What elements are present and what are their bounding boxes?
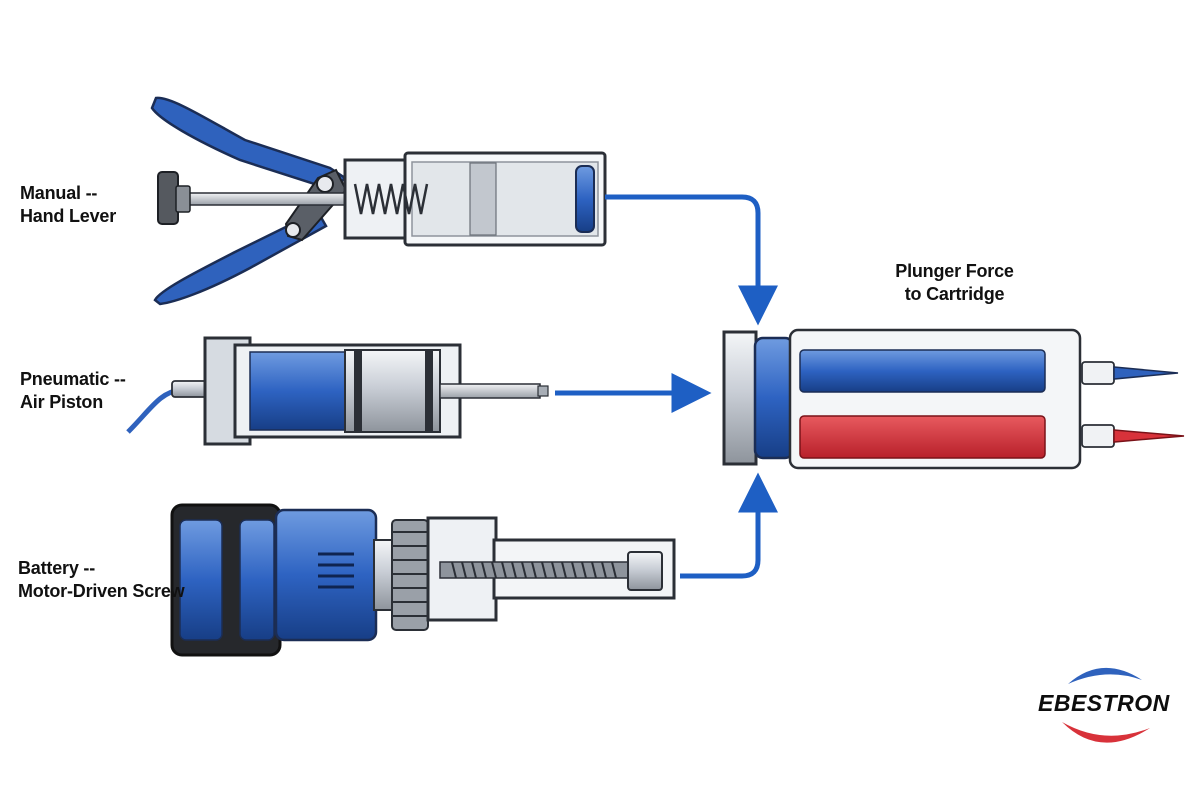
label-manual-line1: Manual -- — [20, 182, 116, 205]
logo-blue-swoosh — [1068, 668, 1142, 684]
battery-blue-panel-2 — [240, 520, 274, 640]
label-manual-line2: Hand Lever — [20, 205, 116, 228]
manual-piston-disc — [576, 166, 594, 232]
dual-cartridge — [724, 330, 1184, 468]
plunger-seal — [755, 338, 793, 458]
label-pneumatic-line2: Air Piston — [20, 391, 126, 414]
label-plunger-force: Plunger Force to Cartridge — [872, 260, 1037, 306]
plunger-plate — [724, 332, 756, 464]
cylinder-blue-chamber — [250, 352, 350, 430]
cartridge-chamber-blue — [800, 350, 1045, 392]
nozzle-tip-red — [1114, 430, 1184, 442]
label-battery-motor-screw: Battery -- Motor-Driven Screw — [18, 557, 184, 603]
manual-lever-gun — [152, 98, 605, 304]
barrel-inner — [412, 162, 598, 236]
pivot-pin-bottom — [286, 223, 300, 237]
nozzle-fitting-bottom — [1082, 425, 1114, 447]
label-output-line2: to Cartridge — [872, 283, 1037, 306]
screw-nut — [628, 552, 662, 590]
nozzle-fitting-top — [1082, 362, 1114, 384]
arrow-battery — [680, 480, 758, 576]
label-battery-line1: Battery -- — [18, 557, 184, 580]
piston-rod — [440, 384, 540, 398]
ebestron-logo-text: EBESTRON — [1038, 690, 1170, 717]
barrel-collar — [470, 163, 496, 235]
piston-rod-tip — [538, 386, 548, 396]
label-output-line1: Plunger Force — [872, 260, 1037, 283]
rod-knob — [158, 172, 178, 224]
arrow-manual — [605, 197, 758, 318]
nozzle-tip-blue — [1114, 367, 1178, 379]
upper-lever-handle — [152, 98, 345, 190]
cartridge-chamber-red — [800, 416, 1045, 458]
pivot-pin-top — [317, 176, 333, 192]
label-battery-line2: Motor-Driven Screw — [18, 580, 184, 603]
rod-knob-neck — [176, 186, 190, 212]
label-manual-hand-lever: Manual -- Hand Lever — [20, 182, 116, 228]
label-pneumatic-line1: Pneumatic -- — [20, 368, 126, 391]
battery-motor-drive — [172, 505, 674, 655]
piston-seal-2 — [425, 350, 433, 432]
battery-blue-panel — [180, 520, 222, 640]
piston-seal — [354, 350, 362, 432]
label-pneumatic-air-piston: Pneumatic -- Air Piston — [20, 368, 126, 414]
logo-red-swoosh — [1062, 722, 1150, 743]
pneumatic-cylinder — [128, 338, 548, 444]
